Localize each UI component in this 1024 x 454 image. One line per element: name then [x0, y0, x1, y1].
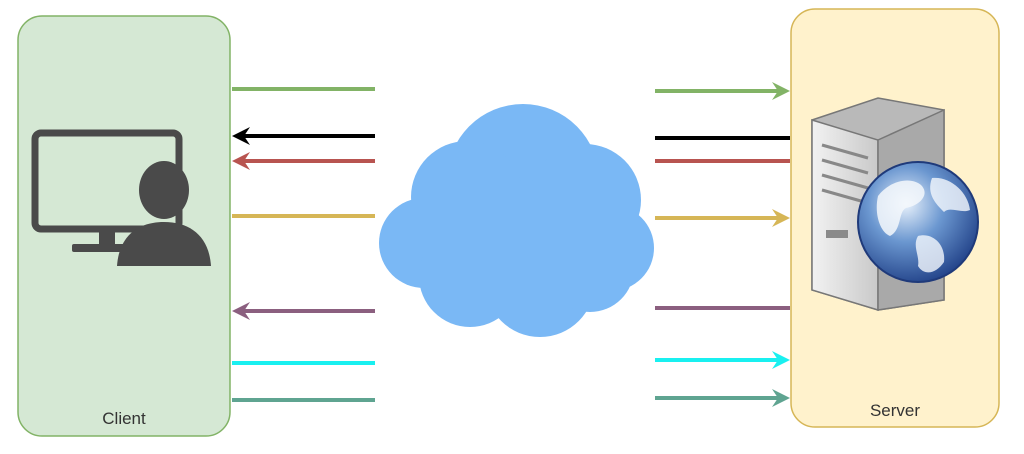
connection-lines — [232, 82, 790, 407]
client-connection-line — [232, 127, 375, 145]
arrowhead — [772, 209, 790, 227]
server-connection-line — [655, 209, 790, 227]
arrowhead — [232, 127, 250, 145]
server-label: Server — [870, 401, 920, 420]
arrowhead — [232, 152, 250, 170]
server-connection-line — [655, 351, 790, 369]
web-server-icon — [811, 97, 979, 312]
client-connection-line — [232, 152, 375, 170]
client-node: Client — [17, 15, 231, 437]
server-node: Server — [790, 8, 1000, 428]
arrowhead — [772, 389, 790, 407]
internet-cloud — [379, 104, 654, 337]
client-connection-line — [232, 302, 375, 320]
arrowhead — [772, 351, 790, 369]
arrowhead — [232, 302, 250, 320]
client-label: Client — [102, 409, 146, 428]
arrowhead — [772, 82, 790, 100]
server-connection-line — [655, 82, 790, 100]
server-connection-line — [655, 389, 790, 407]
user-computer-icon — [31, 129, 211, 266]
